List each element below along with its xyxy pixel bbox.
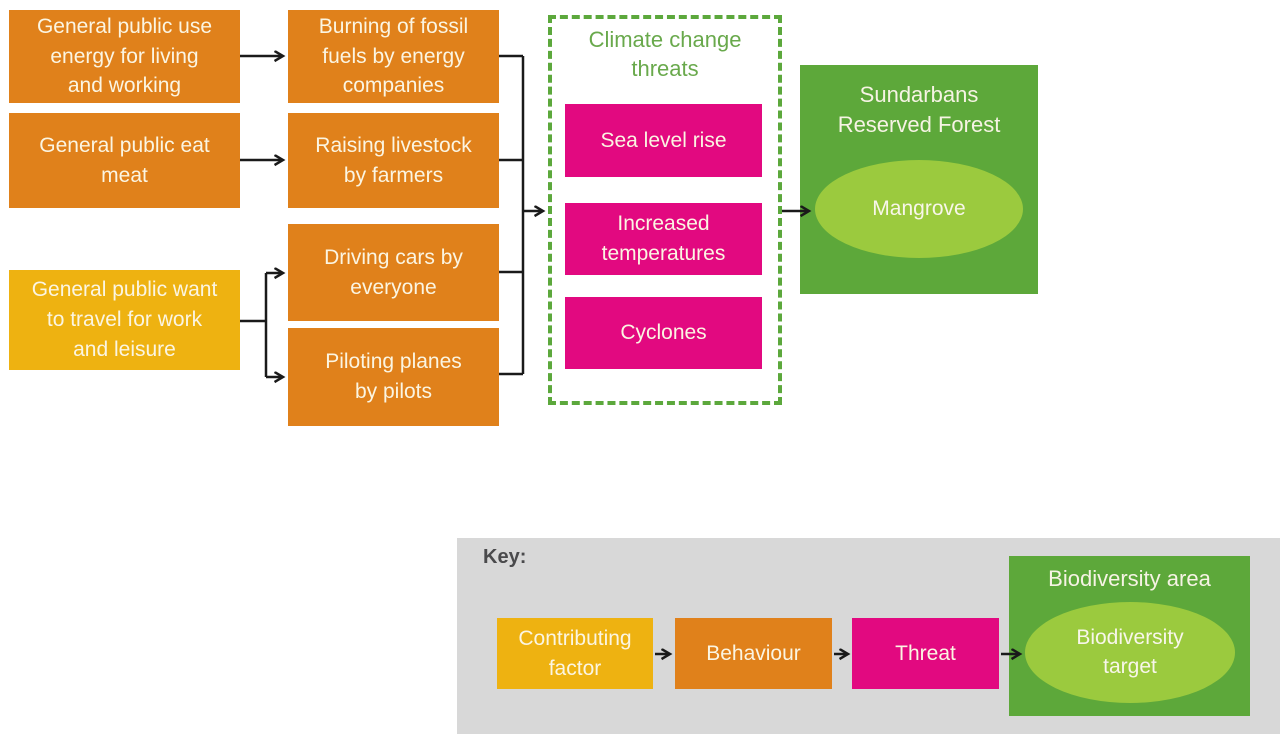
node-general-public-meat: General public eat meat (9, 113, 240, 208)
node-label: Piloting planes by pilots (325, 350, 462, 403)
node-cyclones: Cyclones (565, 297, 762, 369)
node-label: General public eat meat (39, 133, 210, 187)
sundarbans-area-title: Sundarbans Reserved Forest (837, 82, 1001, 137)
node-label: Driving cars by everyone (324, 245, 463, 299)
node-sea-level-rise: Sea level rise (565, 104, 762, 177)
key-biodiversity-area-title: Biodiversity area (1048, 566, 1211, 591)
node-mangrove-ellipse: Mangrove (815, 160, 1023, 258)
node-label: Biodiversity target (1076, 626, 1184, 678)
node-label: Behaviour (706, 641, 801, 665)
node-label: Contributing factor (518, 626, 632, 680)
key-node-behaviour: Behaviour (675, 618, 832, 689)
node-increased-temperatures: Increased temperatures (565, 203, 762, 275)
node-general-public-energy: General public use energy for living and… (9, 10, 240, 103)
node-label: Burning of fossil fuels by energy compan… (318, 14, 469, 98)
node-label: Raising livestock by farmers (315, 133, 472, 187)
node-burning-fossil-fuels: Burning of fossil fuels by energy compan… (288, 10, 499, 103)
threat-group-title: Climate change threats (588, 27, 742, 81)
key-node-contributing-factor: Contributing factor (497, 618, 653, 689)
node-label: General public use energy for living and… (36, 14, 213, 98)
bracket-behaviours-line (499, 54, 525, 376)
node-label: Sea level rise (600, 128, 727, 152)
threat-group-box (548, 15, 782, 405)
node-label: Threat (895, 641, 956, 665)
node-label: Cyclones (620, 321, 707, 345)
key-node-biodiversity-area: Biodiversity area Biodiversity target (1009, 556, 1250, 716)
node-label: Mangrove (872, 196, 966, 220)
node-raising-livestock: Raising livestock by farmers (288, 113, 499, 208)
node-driving-cars: Driving cars by everyone (288, 224, 499, 321)
key-node-biodiversity-target: Biodiversity target (1025, 602, 1235, 703)
node-piloting-planes: Piloting planes by pilots (288, 328, 499, 426)
node-label: General public want to travel for work a… (31, 278, 218, 361)
key-heading: Key: (483, 546, 527, 568)
node-sundarbans-area: Sundarbans Reserved Forest Mangrove (800, 65, 1038, 294)
node-general-public-travel: General public want to travel for work a… (9, 270, 240, 370)
branch-travel-line (240, 273, 268, 377)
key-node-threat: Threat (852, 618, 999, 689)
node-label: Increased temperatures (601, 212, 726, 265)
